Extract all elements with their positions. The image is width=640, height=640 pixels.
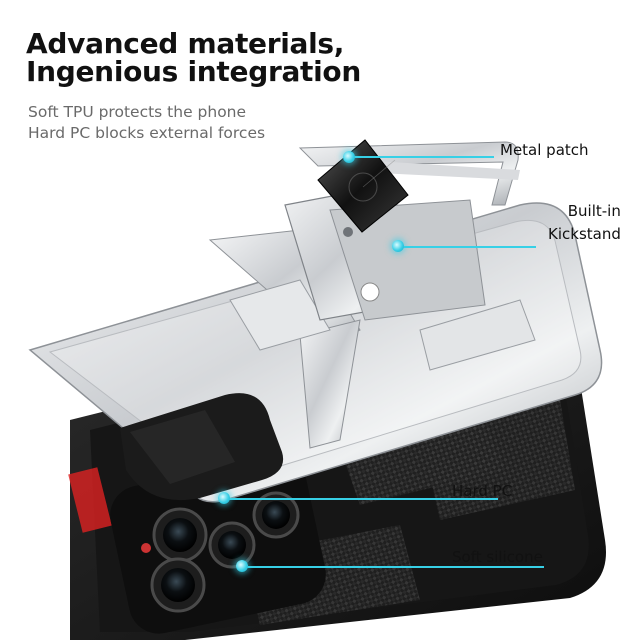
hard-pc-callout-line	[226, 498, 498, 500]
subtitle: Soft TPU protects the phone Hard PC bloc…	[28, 102, 265, 144]
kickstand-dot	[392, 240, 404, 252]
metal-patch-dot	[343, 151, 355, 163]
soft-silicone-callout-line	[244, 566, 544, 568]
metal-patch-callout-line	[352, 156, 494, 158]
hard-pc-dot	[218, 492, 230, 504]
soft-silicone-dot	[236, 560, 248, 572]
headline: Advanced materials, Ingenious integratio…	[26, 30, 361, 86]
camera-module	[110, 456, 326, 634]
headline-line-2: Ingenious integration	[26, 55, 362, 88]
kickstand-label-line-1: Built-in	[567, 202, 621, 220]
metal-patch-label: Metal patch	[500, 141, 589, 159]
kickstand-callout-line	[400, 246, 536, 248]
kickstand-label-line-2: Kickstand	[548, 225, 621, 243]
kickstand	[284, 184, 486, 321]
subtitle-line-1: Soft TPU protects the phone	[28, 103, 247, 121]
soft-silicone-label: Soft silicone	[452, 548, 543, 566]
headline-line-1: Advanced materials,	[26, 27, 345, 60]
kickstand-label: Built-in Kickstand	[548, 200, 621, 246]
hard-pc-label: Hard PC	[452, 482, 513, 500]
subtitle-line-2: Hard PC blocks external forces	[28, 124, 266, 142]
